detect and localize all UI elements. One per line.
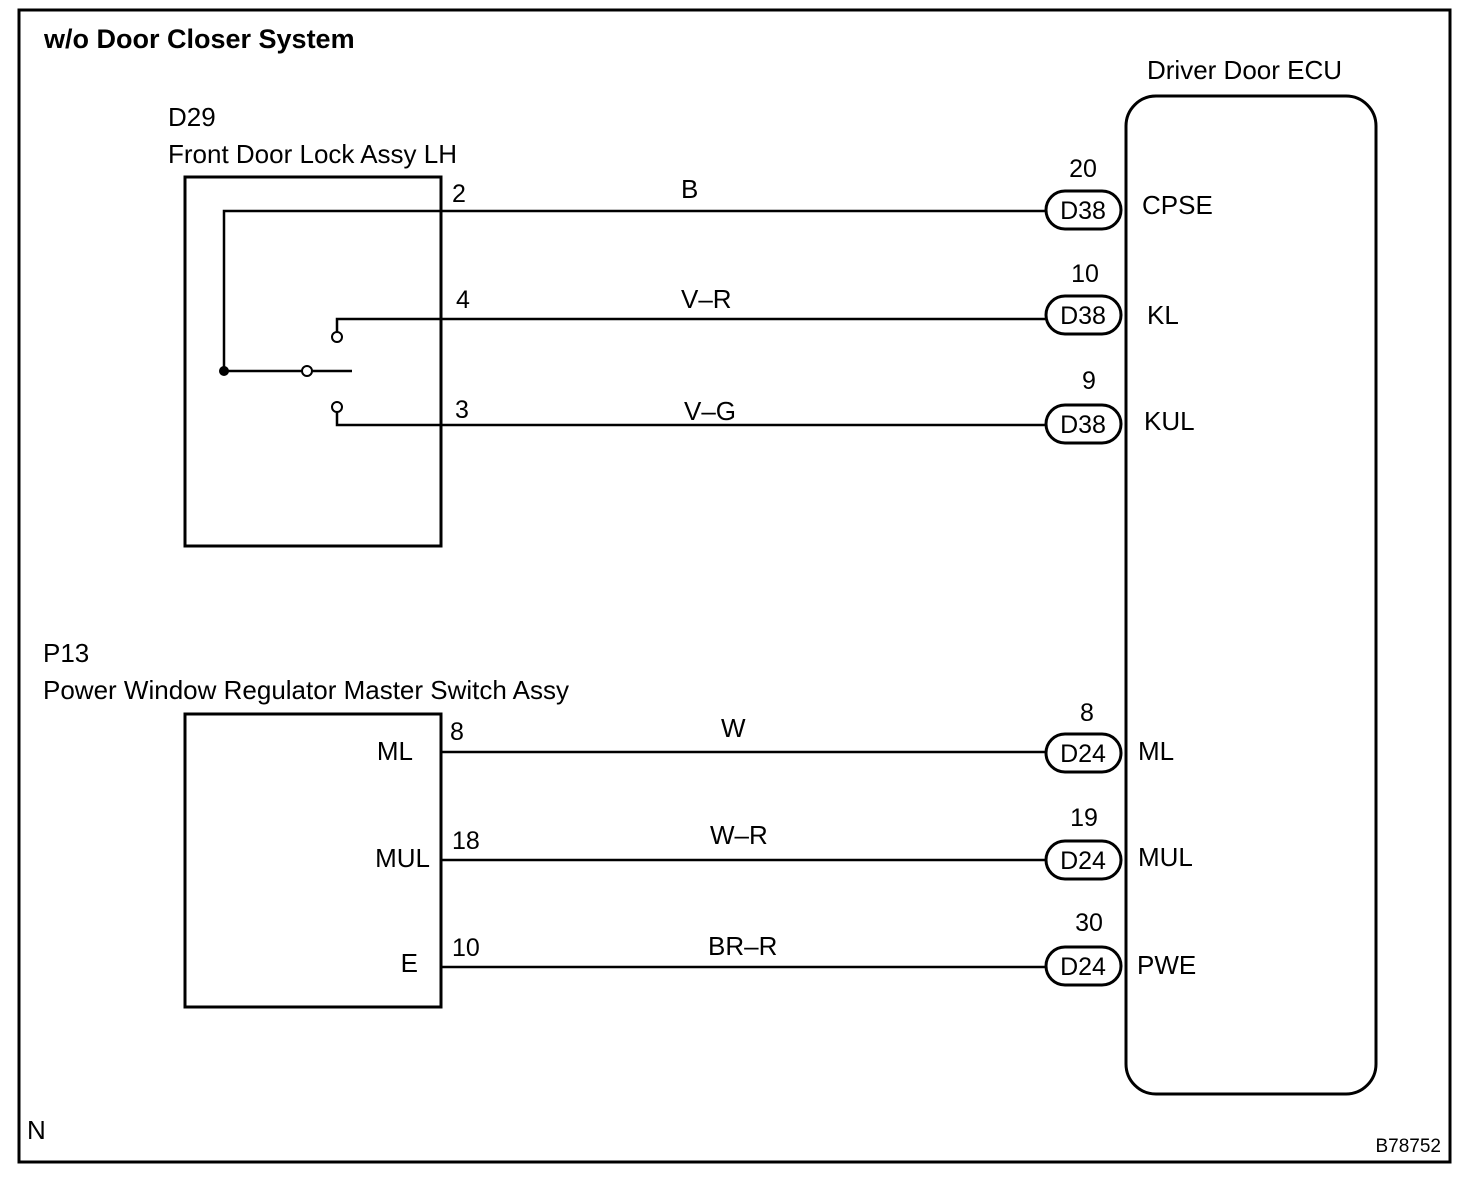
ecu-signal: KUL <box>1144 406 1195 436</box>
wire-color: V–R <box>681 284 732 314</box>
master-switch-signal: MUL <box>375 843 430 873</box>
door-lock-name: Front Door Lock Assy LH <box>168 139 457 169</box>
ecu-connector-label: D24 <box>1060 953 1106 981</box>
wire-runs <box>441 209 1047 969</box>
ecu-signal: MUL <box>1138 842 1193 872</box>
door-lock-code: D29 <box>168 102 216 132</box>
wire-color: V–G <box>684 396 736 426</box>
door-lock-pin: 3 <box>455 396 469 424</box>
door-lock-pin: 4 <box>456 286 470 314</box>
ecu-box <box>1124 94 1378 1096</box>
master-switch-signal: ML <box>377 736 413 766</box>
wire-color: W <box>721 713 746 743</box>
ecu-pin-number: 10 <box>1071 260 1099 288</box>
footer-left-label: N <box>27 1115 46 1145</box>
door-lock-pin: 2 <box>452 180 466 208</box>
wire-color: B <box>681 174 698 204</box>
ecu-pin-number: 8 <box>1080 699 1094 727</box>
wire-color: W–R <box>710 820 768 850</box>
master-switch-pin: 10 <box>452 934 480 962</box>
ecu-signal: ML <box>1138 736 1174 766</box>
door-lock-box <box>183 175 443 548</box>
master-switch-pin: 8 <box>450 718 464 746</box>
ecu-pin-number: 20 <box>1069 155 1097 183</box>
master-switch-signal: E <box>401 948 418 978</box>
master-switch-pin: 18 <box>452 827 480 855</box>
door-lock-switch <box>219 209 441 427</box>
ecu-connector-label: D24 <box>1060 847 1106 875</box>
ecu-pin-number: 19 <box>1070 804 1098 832</box>
ecu-pin-number: 30 <box>1075 909 1103 937</box>
figure-id: B78752 <box>1375 1136 1441 1157</box>
ecu-connector-label: D24 <box>1060 740 1106 768</box>
ecu-connector-label: D38 <box>1060 197 1106 225</box>
diagram-title: w/o Door Closer System <box>43 24 355 54</box>
ecu-connector-label: D38 <box>1060 411 1106 439</box>
wire-color: BR–R <box>708 931 777 961</box>
ecu-signal: KL <box>1147 300 1179 330</box>
master-switch-code: P13 <box>43 638 89 668</box>
connector-capsules <box>1044 189 1123 987</box>
ecu-signal: CPSE <box>1142 190 1213 220</box>
diagram-frame <box>17 8 1452 1164</box>
ecu-pin-number: 9 <box>1082 367 1096 395</box>
ecu-connector-label: D38 <box>1060 302 1106 330</box>
master-switch-name: Power Window Regulator Master Switch Ass… <box>43 675 569 705</box>
ecu-signal: PWE <box>1137 950 1196 980</box>
ecu-name: Driver Door ECU <box>1147 55 1342 85</box>
